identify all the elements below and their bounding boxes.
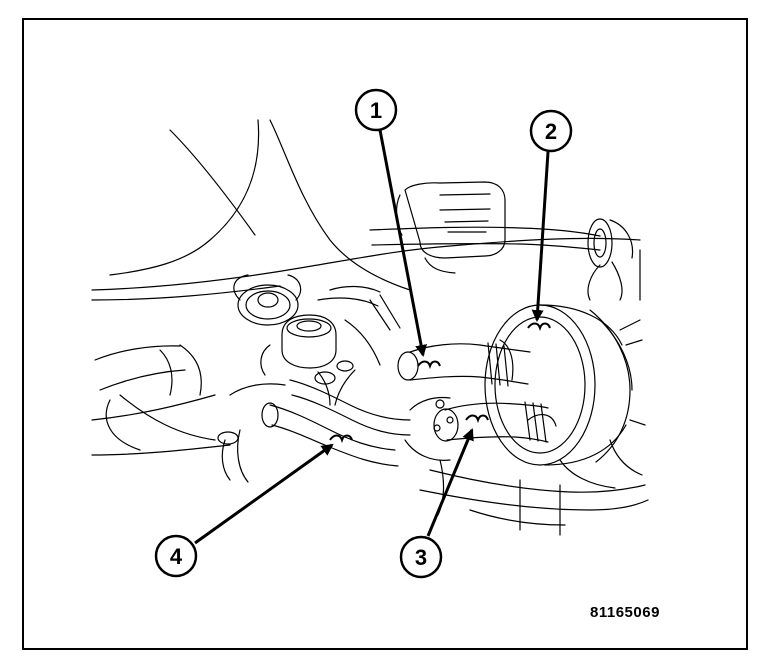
leader-1 [378, 129, 428, 357]
leader-2 [531, 151, 550, 322]
callout-2: 2 [529, 109, 573, 153]
callout-1: 1 [354, 88, 398, 132]
leader-4 [194, 443, 334, 545]
callout-2-label: 2 [545, 119, 557, 144]
callout-leaders [194, 129, 550, 545]
callout-4-label: 4 [170, 544, 183, 569]
engine-line-art [91, 119, 649, 536]
callout-1-label: 1 [370, 98, 382, 123]
callout-3-label: 3 [415, 545, 427, 570]
hose-markers [329, 322, 551, 444]
callout-4: 4 [154, 534, 198, 578]
leader-3 [426, 428, 474, 537]
callout-3: 3 [399, 535, 443, 579]
figure-code: 81165069 [590, 604, 660, 621]
